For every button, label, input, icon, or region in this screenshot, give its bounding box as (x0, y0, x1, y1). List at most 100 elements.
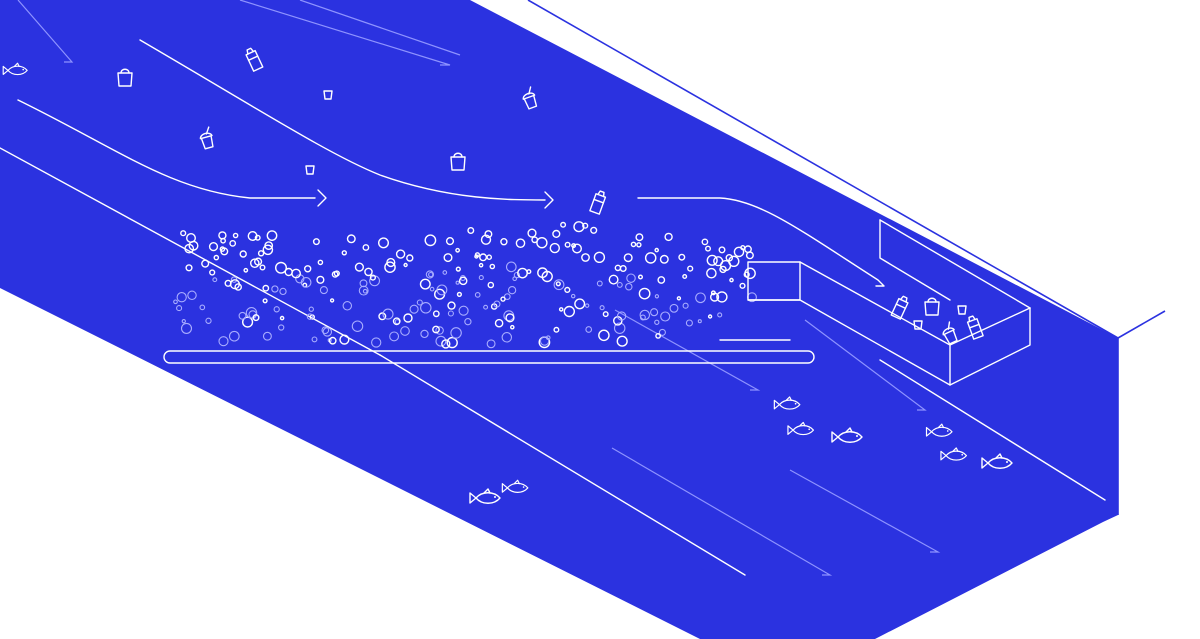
bubble-icon (616, 311, 627, 321)
bubble-icon (242, 316, 254, 328)
bubble-icon (572, 243, 583, 254)
bubble-icon (229, 239, 237, 247)
bubble-icon (717, 312, 723, 318)
bubble-icon (599, 305, 605, 311)
bubble-icon (257, 250, 265, 257)
bubble-icon (744, 267, 756, 280)
bubble-icon (209, 269, 216, 276)
bubble-icon (705, 245, 712, 252)
bubble-icon (362, 288, 368, 294)
bubble-icon (682, 274, 688, 280)
bubble-icon (180, 322, 193, 334)
bubble-icon (364, 267, 373, 277)
bubble-icon (608, 274, 619, 285)
bubble-icon (458, 305, 469, 316)
bubble-icon (638, 274, 644, 280)
bubble-icon (733, 246, 745, 258)
bubble-icon (487, 281, 495, 289)
bubble-icon (424, 234, 437, 247)
bubble-icon (351, 320, 364, 332)
bubble-icon (505, 313, 515, 323)
bubble-icon (419, 278, 431, 290)
bubble-icon (494, 318, 504, 328)
bubble-icon (467, 226, 475, 234)
bubble-icon (582, 222, 589, 229)
bubble-icon (220, 237, 227, 244)
catchment-system (747, 219, 1031, 386)
bubble-icon (311, 336, 318, 343)
surface-flow-lines (0, 0, 885, 356)
bubble-icon (509, 324, 515, 330)
bubble-icon (201, 259, 210, 268)
bubble-icon (234, 283, 242, 291)
bubble-icon (545, 335, 551, 341)
bubble-icon (403, 313, 413, 323)
bubble-icon (455, 266, 461, 272)
bubble-icon (685, 319, 693, 327)
bubble-icon (262, 331, 272, 341)
bubble-icon (173, 299, 178, 305)
bubble-icon (710, 290, 716, 296)
bubble-icon (319, 286, 328, 295)
bubble-icon (382, 308, 394, 320)
bubble-icon (316, 275, 325, 284)
bubble-icon (616, 335, 628, 347)
bubble-icon (713, 256, 724, 267)
bubble-icon (328, 336, 337, 345)
bubble-icon (443, 253, 453, 263)
bubble-icon (489, 263, 496, 270)
bubble-icon (555, 281, 561, 287)
bubble-icon (275, 261, 288, 274)
bubble-icon (455, 280, 460, 285)
bubble-icon (445, 237, 455, 246)
bubble-icon (446, 336, 458, 349)
bubble-icon (484, 230, 493, 239)
bubble-icon (570, 293, 576, 299)
bubble-icon (456, 291, 462, 297)
bubble-icon (436, 284, 448, 296)
bubble-icon (386, 257, 396, 268)
bubble-icon (378, 237, 390, 249)
bubble-icon (669, 303, 679, 313)
bubble-icon (719, 265, 727, 274)
bubble-icon (598, 329, 610, 342)
bubble-icon (218, 336, 229, 347)
bubble-icon (613, 322, 626, 334)
bubble-icon (232, 232, 239, 239)
bubble-icon (564, 286, 571, 294)
bubble-icon (664, 232, 673, 242)
bubble-icon (531, 236, 539, 244)
bubble-icon (602, 311, 609, 318)
bubble-icon (552, 229, 561, 239)
bubble-icon (590, 226, 598, 234)
bubble-icon (435, 326, 444, 335)
bubble-icon (428, 271, 434, 278)
bubble-icon (284, 267, 293, 277)
bubble-icon (371, 337, 382, 348)
bubble-icon (464, 318, 472, 326)
bubble-icon (180, 230, 187, 237)
bubble-icon (728, 255, 740, 267)
bubble-icon (249, 258, 260, 269)
bubble-icon (312, 238, 320, 246)
bubble-icon (406, 254, 414, 262)
bubble-icon (455, 247, 460, 253)
bubble-icon (585, 326, 593, 333)
bubble-icon (224, 279, 232, 287)
bubble-icon (650, 308, 659, 317)
bubble-icon (266, 230, 278, 242)
bubble-icon (369, 274, 377, 281)
bubble-icon (322, 327, 333, 337)
bubble-icon (654, 294, 660, 299)
bubble-icon (403, 262, 408, 268)
bubble-icon (486, 339, 496, 349)
bubble-icon (558, 307, 564, 312)
bubble-icon (342, 301, 353, 311)
bubble-icon (553, 326, 560, 333)
bubble-icon (447, 301, 456, 310)
bubble-icon (500, 296, 506, 302)
bubble-icon (432, 325, 440, 334)
bubble-icon (638, 287, 651, 300)
bubble-icon (486, 254, 493, 261)
bubble-icon (389, 331, 400, 342)
